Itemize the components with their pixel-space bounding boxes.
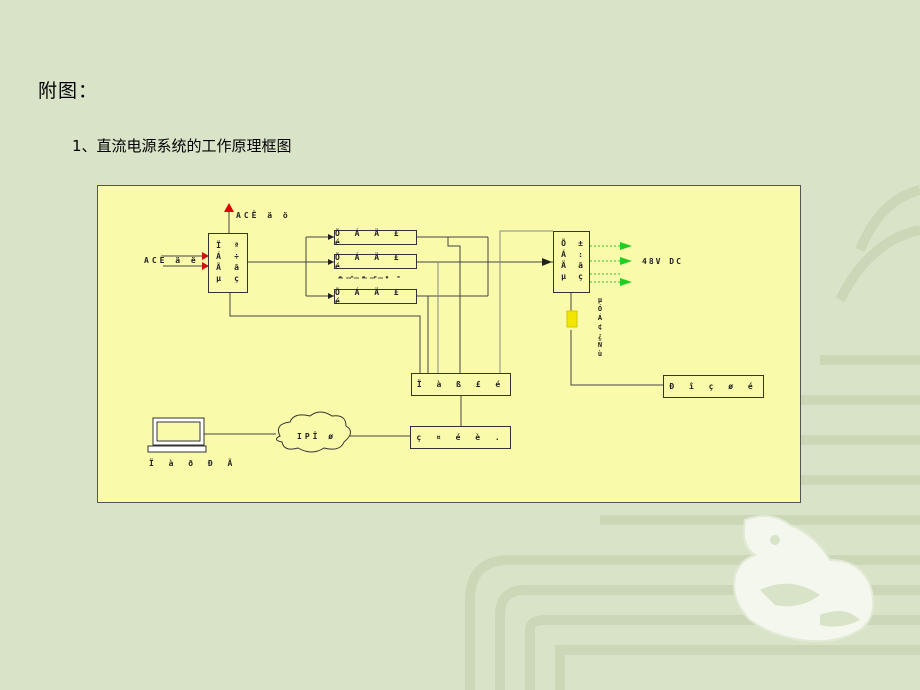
computer-icon [147,417,207,453]
page-subtitle: 1、直流电源系统的工作原理框图 [72,137,292,155]
ac-switch-label-left: Ï Á Ä µ [216,241,221,283]
monitor-module-box[interactable]: Ï à ß £ é [411,373,511,396]
network-label: IPÎ ø [297,432,337,441]
dc-output-arrows [590,245,620,283]
dragon-ornament-icon [733,515,875,643]
ac-distribution-box[interactable]: Ï Á Ä µ ª ÷ ã ç [208,233,248,293]
communication-interface-box[interactable]: ç ¤ é è . [410,426,511,449]
rectifier-module-2[interactable]: Õ Á Ä £ é [334,253,417,271]
fuse-block [566,310,578,328]
fuse-label: µ Ó Á ¢ ¿ Ñ ù [597,296,603,358]
diagram-connections [147,203,663,453]
computer-label: Ï à ð Ð Ä [149,459,238,468]
ac-output-label: ACÊ ä ö [236,211,291,220]
cloud-icon [276,411,351,453]
ac-output-arrow [224,203,234,212]
ac-switch-label-right: ª ÷ ã ç [234,241,239,283]
page-title: 附图： [38,80,99,102]
rectifier-module-1[interactable]: Õ Á Ä £ é [334,229,417,247]
dc-power-system-diagram: ACÊ ä ë ACÊ ä ö Ï Á Ä µ ª ÷ ã ç Õ Á Ä £ … [97,185,801,503]
dc-dist-label-right: ± : ã ç [578,239,583,281]
dc-dist-label-left: Õ Á Ä µ [561,239,566,281]
dc-distribution-box[interactable]: Õ Á Ä µ ± : ã ç [553,231,590,293]
rectifier-module-3[interactable]: Õ Á Ä £ é [334,288,417,306]
rectifier-ellipsis-label: - - - - - - [338,272,402,281]
battery-box[interactable]: Ð î ç ø é [663,375,764,398]
dc-output-label: 48V DC [642,257,683,266]
ac-input-label: ACÊ ä ë [144,256,199,265]
